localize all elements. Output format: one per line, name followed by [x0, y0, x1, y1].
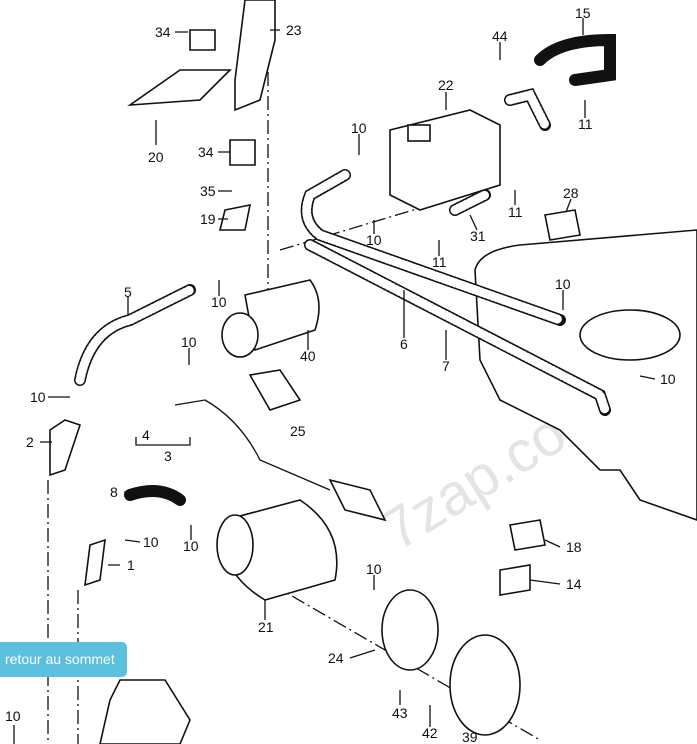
callout-label: 35 — [200, 183, 216, 199]
callout-label: 5 — [124, 284, 132, 300]
callout-label: 24 — [328, 650, 344, 666]
callout-label: 10 — [555, 276, 571, 292]
callout-labels: 34 23 20 34 35 19 15 44 22 10 11 28 11 1… — [5, 5, 676, 744]
callout-label: 39 — [462, 729, 478, 744]
callout-label: 10 — [183, 538, 199, 554]
callout-label: 2 — [26, 434, 34, 450]
callout-label: 10 — [30, 389, 46, 405]
callout-label: 34 — [155, 24, 171, 40]
callout-label: 44 — [492, 28, 508, 44]
callout-label: 31 — [470, 228, 486, 244]
callout-label: 10 — [143, 534, 159, 550]
callout-label: 4 — [142, 427, 150, 443]
callout-label: 28 — [563, 185, 579, 201]
callout-label: 10 — [660, 371, 676, 387]
callout-label: 10 — [366, 561, 382, 577]
callout-label: 8 — [110, 484, 118, 500]
callout-label: 42 — [422, 725, 438, 741]
callout-label: 19 — [200, 211, 216, 227]
callout-label: 10 — [366, 232, 382, 248]
callout-label: 25 — [290, 423, 306, 439]
callout-label: 7 — [442, 358, 450, 374]
callout-label: 22 — [438, 77, 454, 93]
callout-label: 40 — [300, 348, 316, 364]
callout-label: 20 — [148, 149, 164, 165]
callout-label: 11 — [432, 254, 447, 270]
callout-label: 23 — [286, 22, 302, 38]
callout-label: 15 — [575, 5, 591, 21]
callout-label: 34 — [198, 144, 214, 160]
callout-label: 1 — [127, 557, 135, 573]
callout-label: 21 — [258, 619, 274, 635]
callout-label: 10 — [211, 294, 227, 310]
callout-label: 3 — [164, 448, 172, 464]
callout-label: 6 — [400, 336, 408, 352]
callout-label: 11 — [578, 116, 593, 132]
callout-label: 11 — [508, 204, 523, 220]
callout-label: 10 — [351, 120, 367, 136]
back-to-top-button[interactable]: retour au sommet — [0, 642, 127, 677]
callout-label: 18 — [566, 539, 582, 555]
callout-label: 10 — [181, 334, 197, 350]
callout-label: 10 — [5, 708, 21, 724]
callout-label: 43 — [392, 705, 408, 721]
callout-label: 14 — [566, 576, 582, 592]
